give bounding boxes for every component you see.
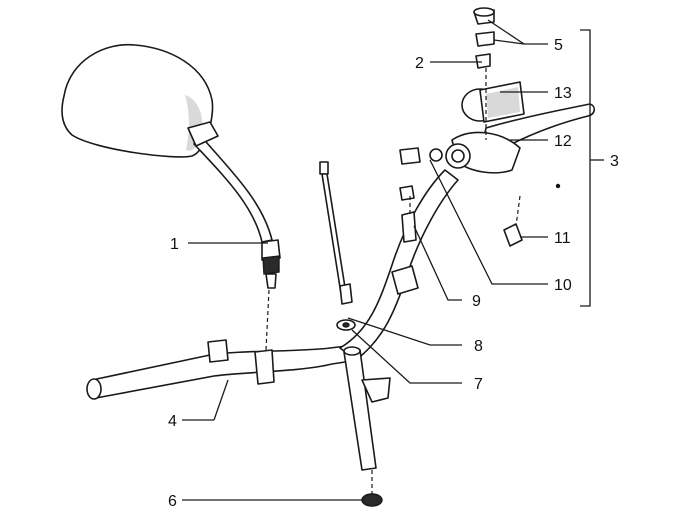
callout-11: 11 xyxy=(554,230,571,247)
callout-3: 3 xyxy=(610,153,619,170)
callout-13: 13 xyxy=(554,85,572,102)
callout-1: 1 xyxy=(170,236,179,253)
callouts: 1 2 3 4 5 6 7 8 9 10 11 12 13 xyxy=(168,37,619,510)
mirror-stem xyxy=(187,121,281,289)
leader-lines xyxy=(182,19,604,501)
rear-view-mirror xyxy=(61,43,214,158)
callout-10: 10 xyxy=(554,277,572,294)
callout-5: 5 xyxy=(554,37,563,54)
callout-6: 6 xyxy=(168,493,177,510)
callout-9: 9 xyxy=(472,293,481,310)
steering-column xyxy=(343,346,391,507)
callout-8: 8 xyxy=(474,338,483,355)
handlebar-right-arm xyxy=(339,169,459,361)
assembly-guides xyxy=(265,68,521,494)
brake-lever-assembly xyxy=(399,7,596,247)
callout-2: 2 xyxy=(415,55,424,72)
handlebar-tube xyxy=(86,339,359,400)
callout-4: 4 xyxy=(168,413,177,430)
callout-7: 7 xyxy=(474,376,483,393)
callout-12: 12 xyxy=(554,133,572,150)
long-bolt xyxy=(319,161,356,331)
